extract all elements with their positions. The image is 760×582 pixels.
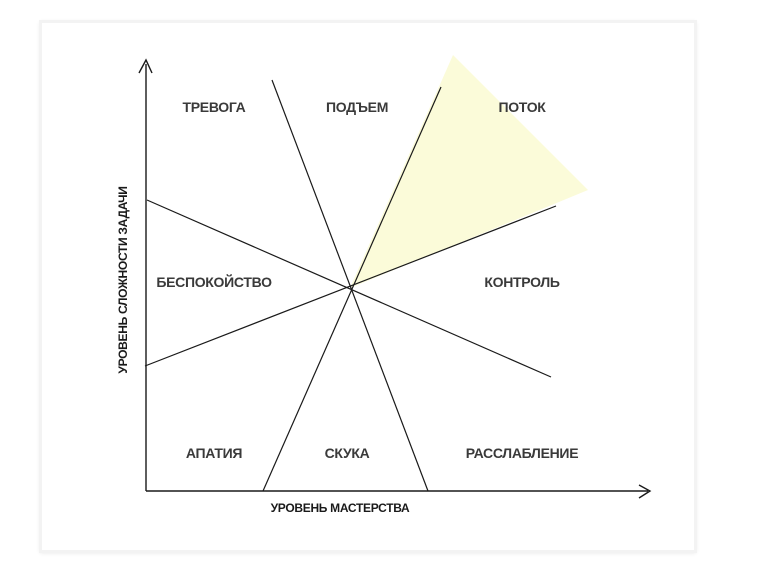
divider-line-steep-left <box>271 79 429 492</box>
x-axis-label: УРОВЕНЬ МАСТЕРСТВА <box>271 501 410 515</box>
y-axis-label: УРОВЕНЬ СЛОЖНОСТИ ЗАДАЧИ <box>116 186 130 373</box>
divider-line-shallow-up <box>144 205 557 367</box>
zone-label-boredom: СКУКА <box>325 445 370 461</box>
zone-label-relaxation: РАССЛАБЛЕНИЕ <box>466 445 578 461</box>
flow-zone-highlight <box>350 55 588 288</box>
divider-line-shallow-down <box>146 199 552 378</box>
x-axis-arrow <box>638 484 652 499</box>
zone-label-control: КОНТРОЛЬ <box>484 274 560 290</box>
zone-label-anxiety: ТРЕВОГА <box>183 99 246 115</box>
zone-label-apathy: АПАТИЯ <box>186 445 243 461</box>
divider-line-steep-right <box>262 86 442 492</box>
zone-label-worry: БЕСПОКОЙСТВО <box>156 273 272 290</box>
y-axis-arrow <box>138 58 153 74</box>
diagram-card <box>42 23 694 550</box>
zone-label-flow: ПОТОК <box>498 99 546 115</box>
zone-label-arousal: ПОДЪЕМ <box>326 99 388 115</box>
